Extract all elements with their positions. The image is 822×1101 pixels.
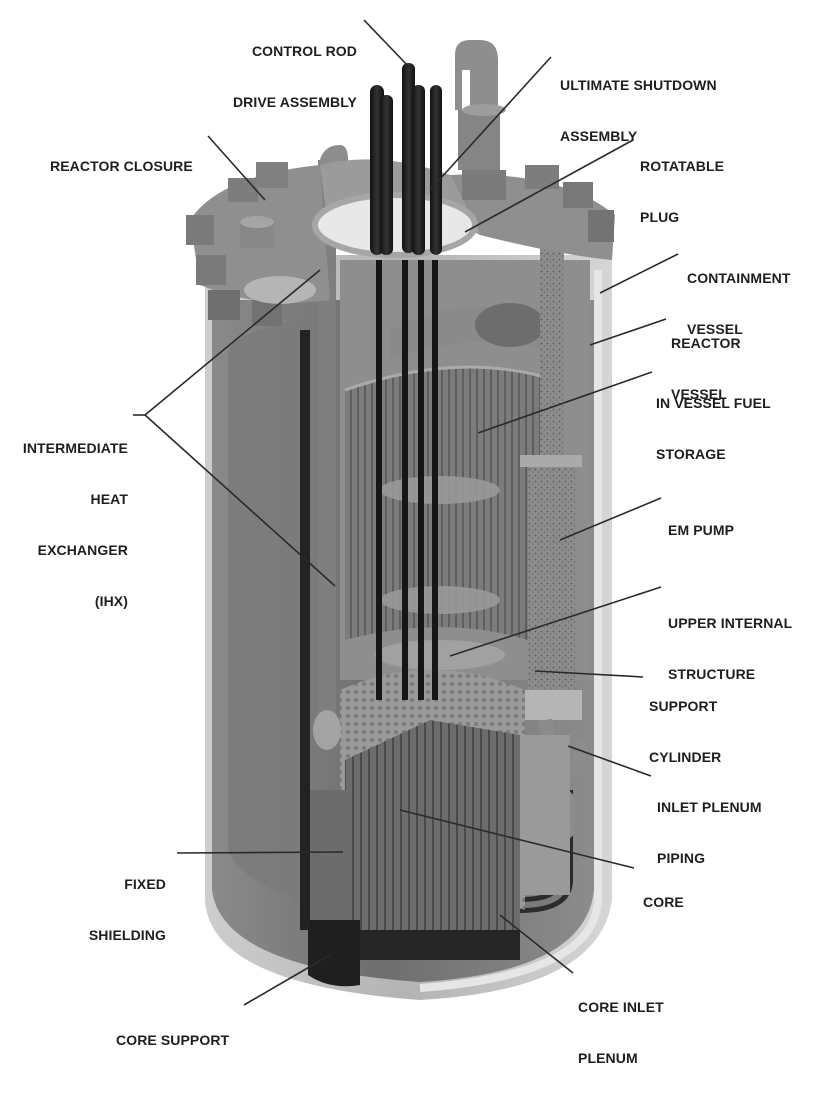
leader-reactor-vessel xyxy=(589,318,667,346)
label-line: STORAGE xyxy=(656,446,726,462)
leader-ihx-upper xyxy=(144,269,321,416)
label-reactor-vessel: REACTOR VESSEL xyxy=(671,301,741,437)
leader-control-rod-drive-assembly xyxy=(363,19,411,69)
label-control-rod-drive-assembly: CONTROL ROD DRIVE ASSEMBLY xyxy=(232,9,357,145)
label-line: PLUG xyxy=(640,209,680,225)
leader-reactor-closure xyxy=(207,135,266,201)
label-line: SHIELDING xyxy=(88,927,166,943)
leader-em-pump xyxy=(559,497,662,541)
leader-core-support xyxy=(243,954,331,1006)
leader-ihx-lower xyxy=(144,414,336,587)
label-line: REACTOR xyxy=(671,335,741,351)
control-rod-drive-assembly-shape xyxy=(370,63,442,700)
label-ultimate-shutdown-assembly: ULTIMATE SHUTDOWN ASSEMBLY xyxy=(560,43,717,179)
leader-lines xyxy=(133,19,679,1006)
label-line: PIPING xyxy=(657,850,706,866)
label-line: INTERMEDIATE xyxy=(22,440,128,456)
leader-upper-internal-structure xyxy=(449,586,662,657)
leader-fixed-shielding xyxy=(176,851,344,854)
label-line: CYLINDER xyxy=(649,749,722,765)
label-containment-vessel: CONTAINMENT VESSEL xyxy=(687,236,791,372)
leader-rotatable-plug xyxy=(464,139,634,233)
leader-inlet-plenum-piping xyxy=(567,745,652,777)
label-line: HEAT xyxy=(90,491,128,507)
label-support-cylinder: SUPPORT CYLINDER xyxy=(649,664,721,800)
label-line: VESSEL xyxy=(671,386,727,402)
ihx-shape xyxy=(300,145,348,930)
label-line: CORE INLET xyxy=(578,999,664,1015)
label-reactor-closure: REACTOR CLOSURE xyxy=(50,124,193,209)
reactor-diagram: CONTROL ROD DRIVE ASSEMBLY ULTIMATE SHUT… xyxy=(8,9,792,1066)
label-line: PLENUM xyxy=(578,1050,638,1066)
label-line: FIXED xyxy=(124,876,166,892)
label-em-pump: EM PUMP xyxy=(668,488,734,573)
label-line: VESSEL xyxy=(687,321,743,337)
label-line: DRIVE ASSEMBLY xyxy=(232,94,357,110)
label-core-inlet-plenum: CORE INLET PLENUM xyxy=(578,965,664,1101)
fixed-shielding-shape xyxy=(308,790,360,987)
label-line: EM PUMP xyxy=(668,522,735,538)
label-line: ROTATABLE xyxy=(640,158,725,174)
label-line: CORE xyxy=(643,894,684,910)
label-inlet-plenum-piping: INLET PLENUM PIPING xyxy=(657,765,762,901)
label-line: INLET PLENUM xyxy=(657,799,762,815)
label-upper-internal-structure: UPPER INTERNAL STRUCTURE xyxy=(668,581,792,717)
label-line: REACTOR CLOSURE xyxy=(50,158,193,174)
label-core-support: CORE SUPPORT xyxy=(116,998,229,1083)
label-line: EXCHANGER xyxy=(37,542,128,558)
label-line: UPPER INTERNAL xyxy=(668,615,793,631)
leader-core-inlet-plenum xyxy=(499,914,574,974)
leader-containment-vessel xyxy=(599,253,679,294)
label-rotatable-plug: ROTATABLE PLUG xyxy=(640,124,724,260)
label-fixed-shielding: FIXED SHIELDING xyxy=(60,842,166,978)
leader-ultimate-shutdown-assembly xyxy=(429,56,552,191)
label-intermediate-heat-exchanger: INTERMEDIATE HEAT EXCHANGER (IHX) xyxy=(8,406,128,644)
leader-in-vessel-fuel-storage xyxy=(477,371,653,434)
leader-core xyxy=(399,809,635,869)
label-line: IN VESSEL FUEL xyxy=(656,395,771,411)
label-line: CONTROL ROD xyxy=(251,43,357,59)
label-line: SUPPORT xyxy=(649,698,718,714)
label-in-vessel-fuel-storage: IN VESSEL FUEL STORAGE xyxy=(656,361,771,497)
label-core: CORE xyxy=(643,860,684,945)
label-line: ULTIMATE SHUTDOWN xyxy=(560,77,717,93)
reactor-cutaway-illustration xyxy=(186,40,615,1000)
label-line: STRUCTURE xyxy=(668,666,756,682)
label-line: CONTAINMENT xyxy=(687,270,791,286)
label-line: CORE SUPPORT xyxy=(116,1032,230,1048)
core-shape xyxy=(340,670,570,960)
em-pump-shape xyxy=(520,225,587,777)
leader-support-cylinder xyxy=(534,670,644,678)
label-line: ASSEMBLY xyxy=(560,128,638,144)
label-line: (IHX) xyxy=(94,593,128,609)
